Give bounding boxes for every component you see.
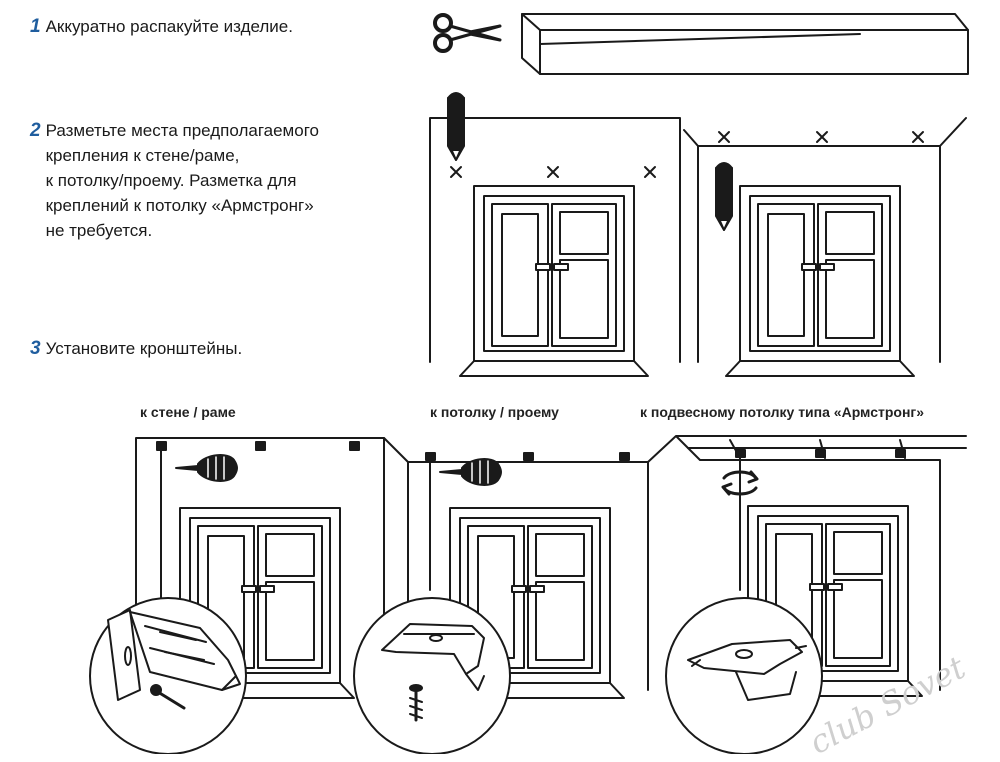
- caption-armstrong-mount: к подвесному потолку типа «Армстронг»: [640, 404, 925, 420]
- room-ceiling-marking: [683, 117, 967, 377]
- scissors-icon: [433, 13, 502, 53]
- step-text: Установите кронштейны.: [45, 339, 243, 358]
- product-package: [521, 13, 969, 75]
- scene-wall-mount: [135, 437, 385, 699]
- screw-icon: [409, 684, 423, 722]
- step-number: 3: [30, 338, 41, 359]
- bracket-detail-ceiling: [353, 597, 511, 754]
- step-number: 2: [30, 120, 41, 141]
- screwdriver-icon: [175, 454, 238, 482]
- pencil-icon: [715, 162, 733, 231]
- rotate-arrows-icon: [721, 470, 759, 496]
- pencil-icon: [447, 92, 465, 161]
- room-wall-marking: [429, 92, 681, 377]
- caption-wall-mount: к стене / раме: [140, 404, 236, 420]
- screw-icon: [150, 684, 186, 710]
- bracket-detail-wall: [89, 597, 247, 754]
- scene-armstrong-mount: [647, 435, 967, 697]
- bracket-detail-armstrong: [665, 597, 823, 754]
- step-text: Разметьте места предполагаемого креплени…: [45, 121, 319, 240]
- step-number: 1: [30, 16, 41, 37]
- caption-ceiling-mount: к потолку / проему: [430, 404, 559, 420]
- step-text: Аккуратно распакуйте изделие.: [45, 17, 293, 36]
